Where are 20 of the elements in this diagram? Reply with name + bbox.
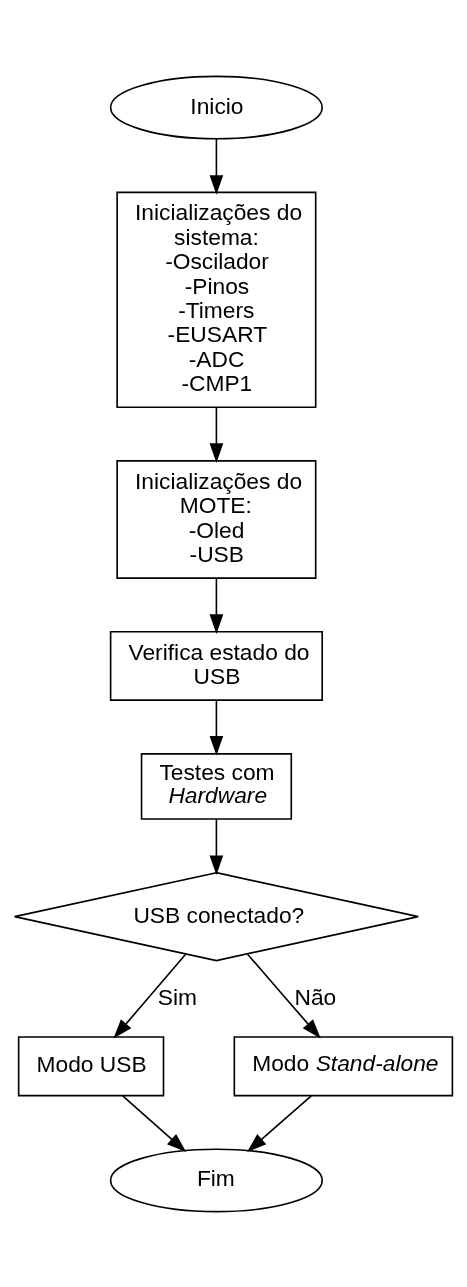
node-box: Inicializações do MOTE: -Oled -USB [116, 459, 317, 579]
arrow [209, 818, 224, 875]
node-box: Modo USB [17, 1035, 165, 1096]
arrow [209, 698, 224, 756]
node-ellipse: Fim [109, 1147, 323, 1212]
arrow [209, 137, 224, 195]
arrow [209, 406, 224, 463]
node-ellipse: Inicio [109, 75, 323, 140]
node-box: Inicializações do sistema: -Oscilador -Pinos -Timers -EUSART -ADC -CMP1 [116, 191, 317, 408]
node-box: Testes com Hardware [140, 752, 293, 820]
arrow [113, 953, 187, 1039]
arrow [246, 953, 321, 1039]
edge-label: Não [294, 983, 337, 1010]
node-diamond: USB conectado? [13, 871, 420, 961]
arrow [209, 576, 224, 634]
arrow [121, 1094, 187, 1152]
arrow [247, 1094, 313, 1152]
node-box: Modo Stand-alone [233, 1035, 454, 1096]
node-box: Verifica estado do USB [109, 630, 323, 701]
edge-label: Sim [157, 983, 198, 1010]
